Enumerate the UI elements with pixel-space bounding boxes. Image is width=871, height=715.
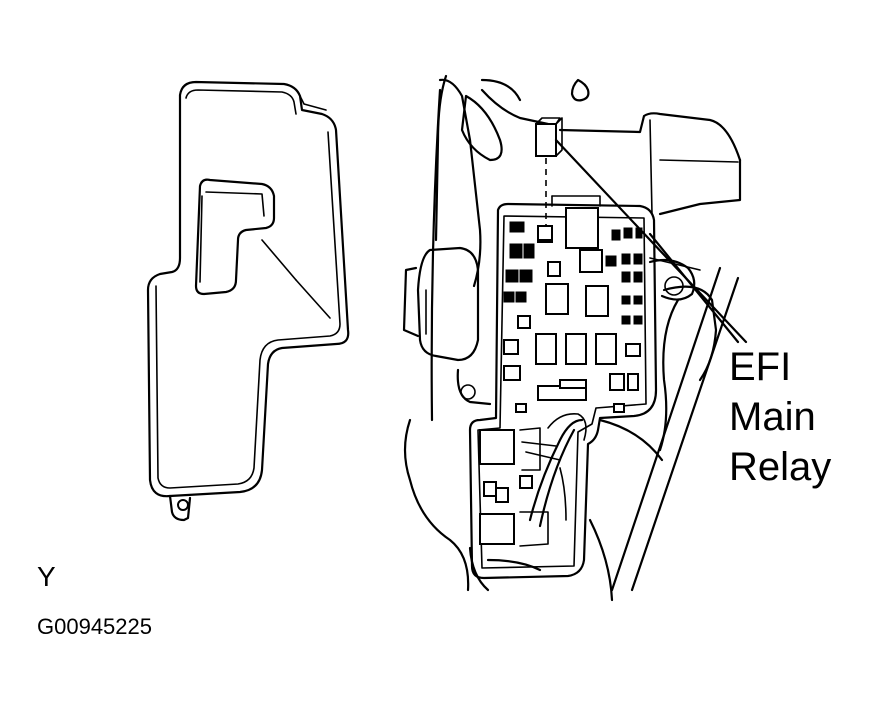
relay-block bbox=[468, 195, 658, 580]
figure-code: G00945225 bbox=[37, 614, 152, 639]
callout-label-main: Main bbox=[729, 395, 816, 439]
callout-leaders bbox=[554, 138, 748, 344]
efi-main-relay bbox=[535, 117, 563, 241]
callout-label-efi: EFI bbox=[729, 345, 792, 389]
engine-bay-body bbox=[402, 74, 742, 602]
callout-label-relay: Relay bbox=[729, 445, 832, 489]
view-letter: Y bbox=[37, 561, 56, 592]
fuse-box-cover bbox=[146, 80, 350, 522]
